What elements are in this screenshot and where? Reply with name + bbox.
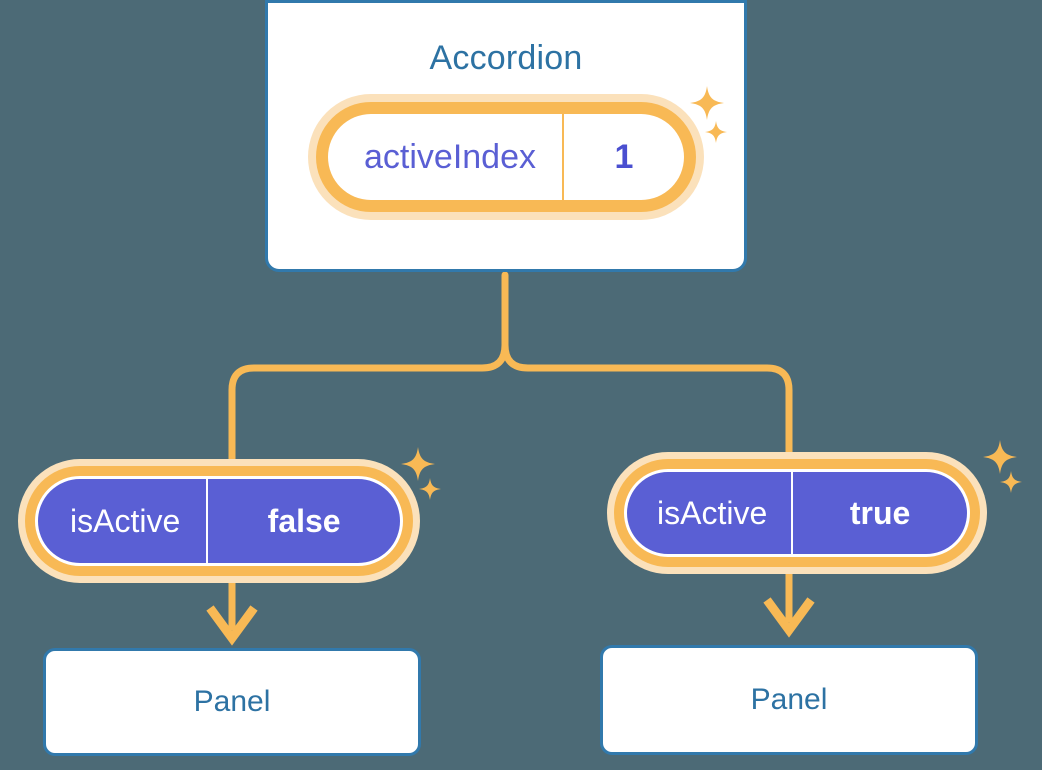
pill-body: activeIndex 1	[328, 114, 684, 200]
connector-branch-left	[228, 341, 509, 466]
state-pill-isactive-false[interactable]: isActive false	[18, 459, 420, 583]
sparkle-icon-large-right	[983, 440, 1017, 474]
pill-body: isActive true	[624, 469, 970, 557]
pill-divider	[791, 472, 794, 554]
state-value-label: 1	[614, 138, 634, 176]
state-key-label: activeIndex	[364, 138, 536, 176]
page-title: Accordion	[429, 39, 583, 77]
state-pill-isactive-true[interactable]: isActive true	[607, 452, 987, 574]
pill-body: isActive false	[35, 476, 403, 566]
panel-right-label: Panel	[750, 683, 828, 716]
arrow-down-icon-left	[206, 605, 258, 646]
arrow-down-icon-right	[763, 597, 815, 638]
panel-right-card[interactable]: Panel	[600, 645, 978, 755]
pill-divider	[562, 114, 564, 200]
state-value-label: true	[849, 495, 911, 531]
state-pill-activeindex[interactable]: activeIndex 1	[308, 94, 704, 220]
state-value-label: false	[267, 503, 341, 539]
panel-left-label: Panel	[193, 685, 271, 718]
panel-left-card[interactable]: Panel	[43, 648, 421, 756]
connector-branch-right	[501, 341, 793, 459]
pill-divider	[206, 479, 209, 563]
sparkle-icon-small-right	[1000, 471, 1022, 493]
state-key-label: isActive	[657, 495, 768, 531]
sparkle-icon-small-left	[419, 478, 441, 500]
state-key-label: isActive	[70, 503, 181, 539]
